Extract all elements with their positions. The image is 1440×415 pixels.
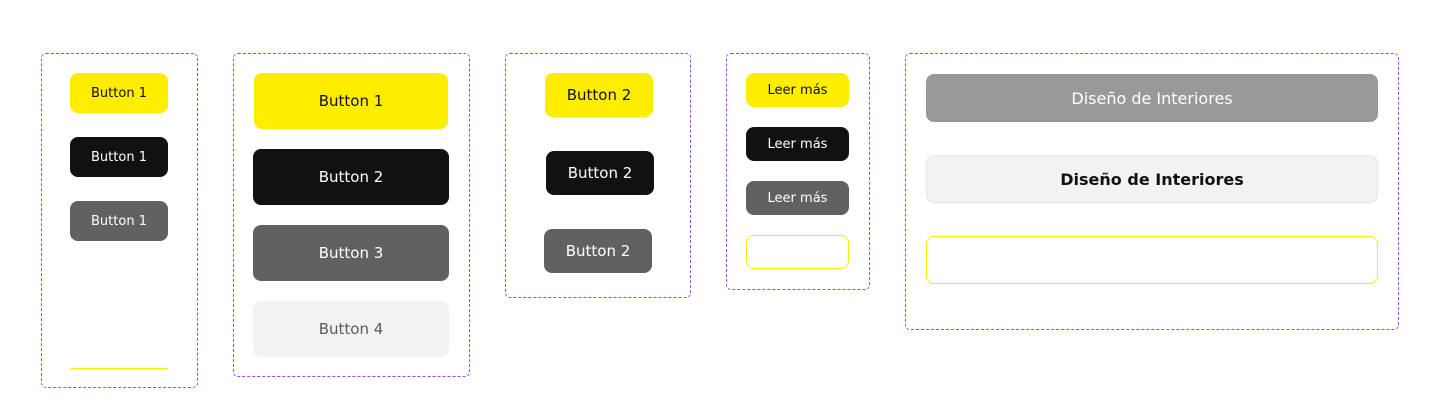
leer-mas-yellow-button[interactable]: Leer más xyxy=(746,73,849,107)
button-variants-frame-4 xyxy=(726,53,870,290)
button-1-large-yellow[interactable]: Button 1 xyxy=(254,73,448,129)
diseno-interiores-outline-button[interactable] xyxy=(926,236,1378,284)
button-variants-frame-1 xyxy=(41,53,198,388)
button-variants-frame-2 xyxy=(233,53,470,377)
button-4-large-light[interactable]: Button 4 xyxy=(253,301,449,357)
button-variants-frame-5 xyxy=(905,53,1399,330)
diseno-interiores-light-button[interactable]: Diseño de Interiores xyxy=(926,155,1378,203)
button-3-large-gray[interactable]: Button 3 xyxy=(253,225,449,281)
button-1-yellow[interactable]: Button 1 xyxy=(70,73,168,113)
leer-mas-gray-button[interactable]: Leer más xyxy=(746,181,849,215)
button-1-black[interactable]: Button 1 xyxy=(70,137,168,177)
diseno-interiores-gray-button[interactable]: Diseño de Interiores xyxy=(926,74,1378,122)
button-variants-frame-3 xyxy=(505,53,691,298)
button-2-black[interactable]: Button 2 xyxy=(546,151,654,195)
leer-mas-black-button[interactable]: Leer más xyxy=(746,127,849,161)
button-2-large-black[interactable]: Button 2 xyxy=(253,149,449,205)
button-2-yellow[interactable]: Button 2 xyxy=(545,73,653,117)
leer-mas-outline-button[interactable] xyxy=(746,235,849,269)
button-1-gray[interactable]: Button 1 xyxy=(70,201,168,241)
yellow-divider-line xyxy=(70,368,168,369)
button-2-gray[interactable]: Button 2 xyxy=(544,229,652,273)
